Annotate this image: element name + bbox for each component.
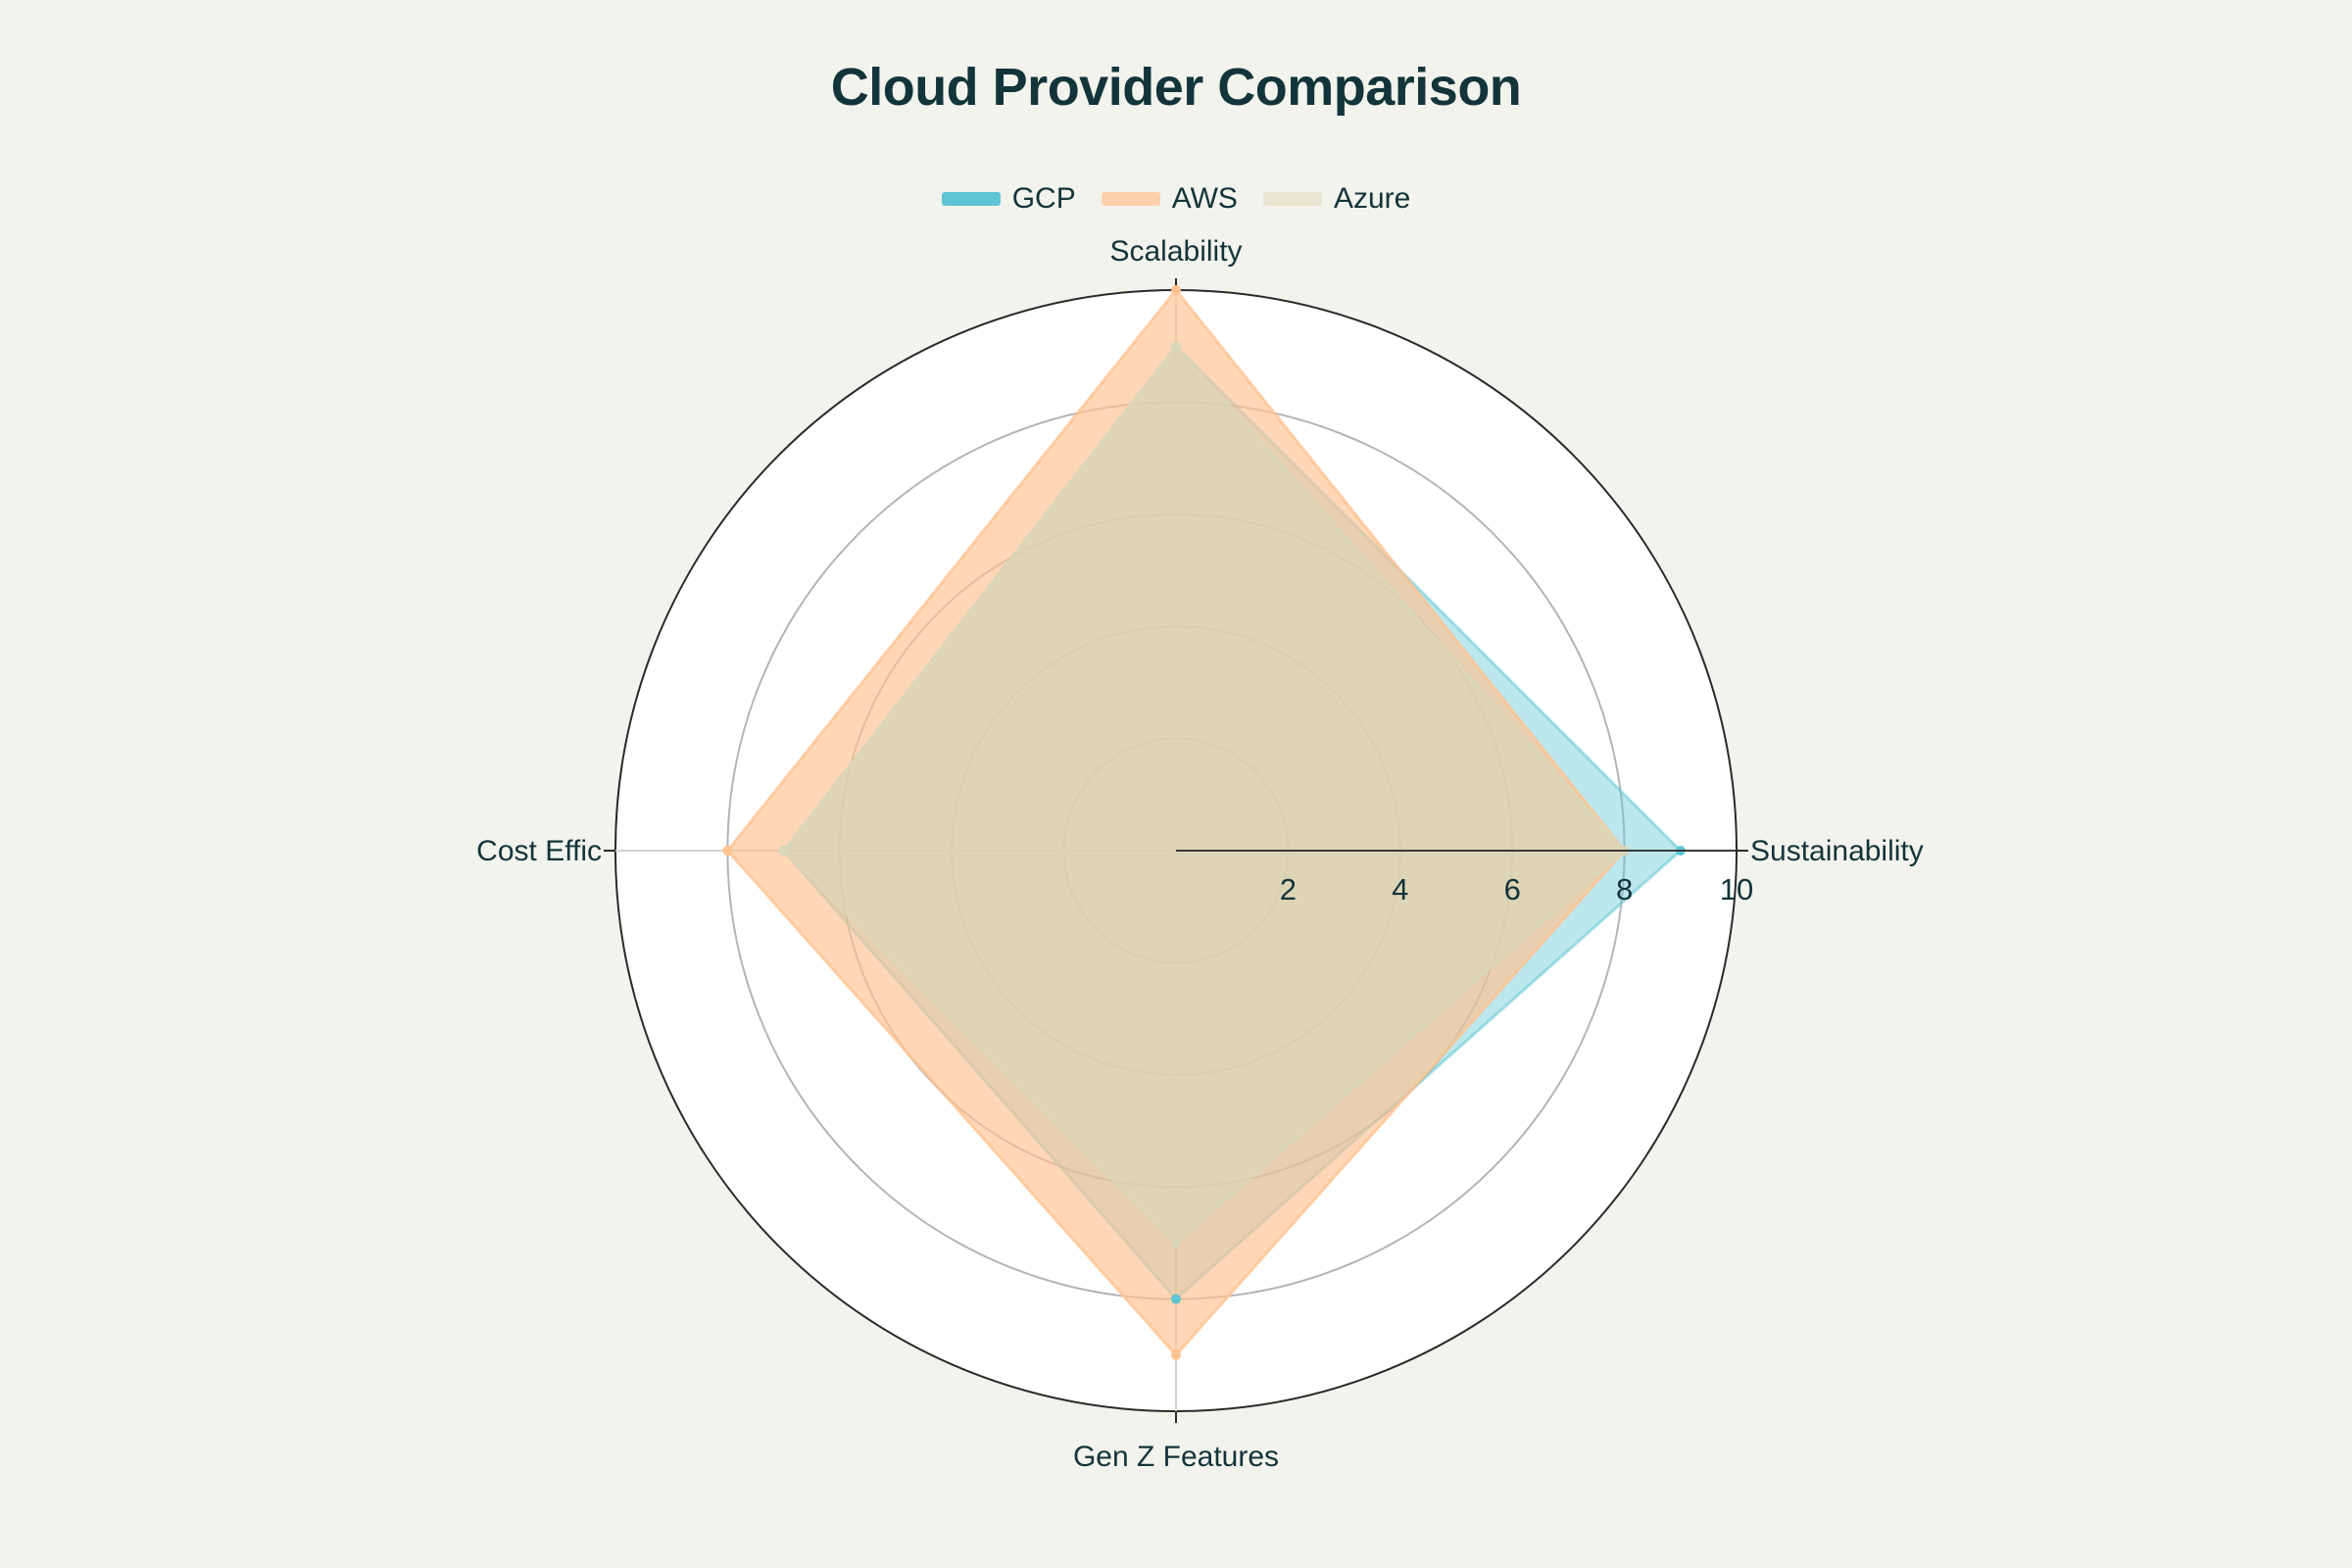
tick-label-4: 4 bbox=[1392, 872, 1408, 906]
legend-swatch-gcp bbox=[941, 192, 1001, 206]
series-point-aws-2 bbox=[1171, 1349, 1181, 1360]
series-point-aws-3 bbox=[722, 846, 733, 856]
axis-label-cost-effic: Cost Effic bbox=[476, 835, 602, 867]
tick-labels: 2 4 6 8 10 bbox=[1280, 872, 1753, 906]
tick-label-6: 6 bbox=[1504, 872, 1521, 906]
axis-label-sustainability: Sustainability bbox=[1750, 835, 1924, 867]
series-point-azure-0 bbox=[1171, 341, 1181, 352]
legend-swatch-aws bbox=[1101, 192, 1160, 206]
tick-label-8: 8 bbox=[1616, 872, 1633, 906]
legend-label-aws: AWS bbox=[1171, 182, 1238, 215]
legend-item-gcp[interactable]: GCP bbox=[941, 182, 1076, 216]
series-point-aws-0 bbox=[1171, 285, 1181, 295]
legend-label-gcp: GCP bbox=[1011, 182, 1076, 215]
legend-swatch-azure bbox=[1262, 192, 1322, 206]
axis-label-scalability: Scalability bbox=[1109, 235, 1242, 268]
legend-item-azure[interactable]: Azure bbox=[1262, 182, 1411, 216]
series-layer bbox=[722, 285, 1686, 1360]
chart-title: Cloud Provider Comparison bbox=[830, 58, 1522, 117]
tick-label-2: 2 bbox=[1280, 872, 1297, 906]
legend-label-azure: Azure bbox=[1333, 182, 1411, 215]
series-point-azure-3 bbox=[778, 846, 789, 856]
legend: GCP AWS Azure bbox=[0, 182, 2352, 216]
series-point-azure-2 bbox=[1171, 1238, 1181, 1249]
tick-label-10: 10 bbox=[1720, 872, 1753, 906]
series-point-gcp-2 bbox=[1171, 1294, 1181, 1304]
axis-labels: Scalability Sustainability Gen Z Feature… bbox=[476, 235, 1924, 1473]
axis-label-gen-z-features: Gen Z Features bbox=[1073, 1441, 1279, 1473]
legend-item-aws[interactable]: AWS bbox=[1101, 182, 1238, 216]
